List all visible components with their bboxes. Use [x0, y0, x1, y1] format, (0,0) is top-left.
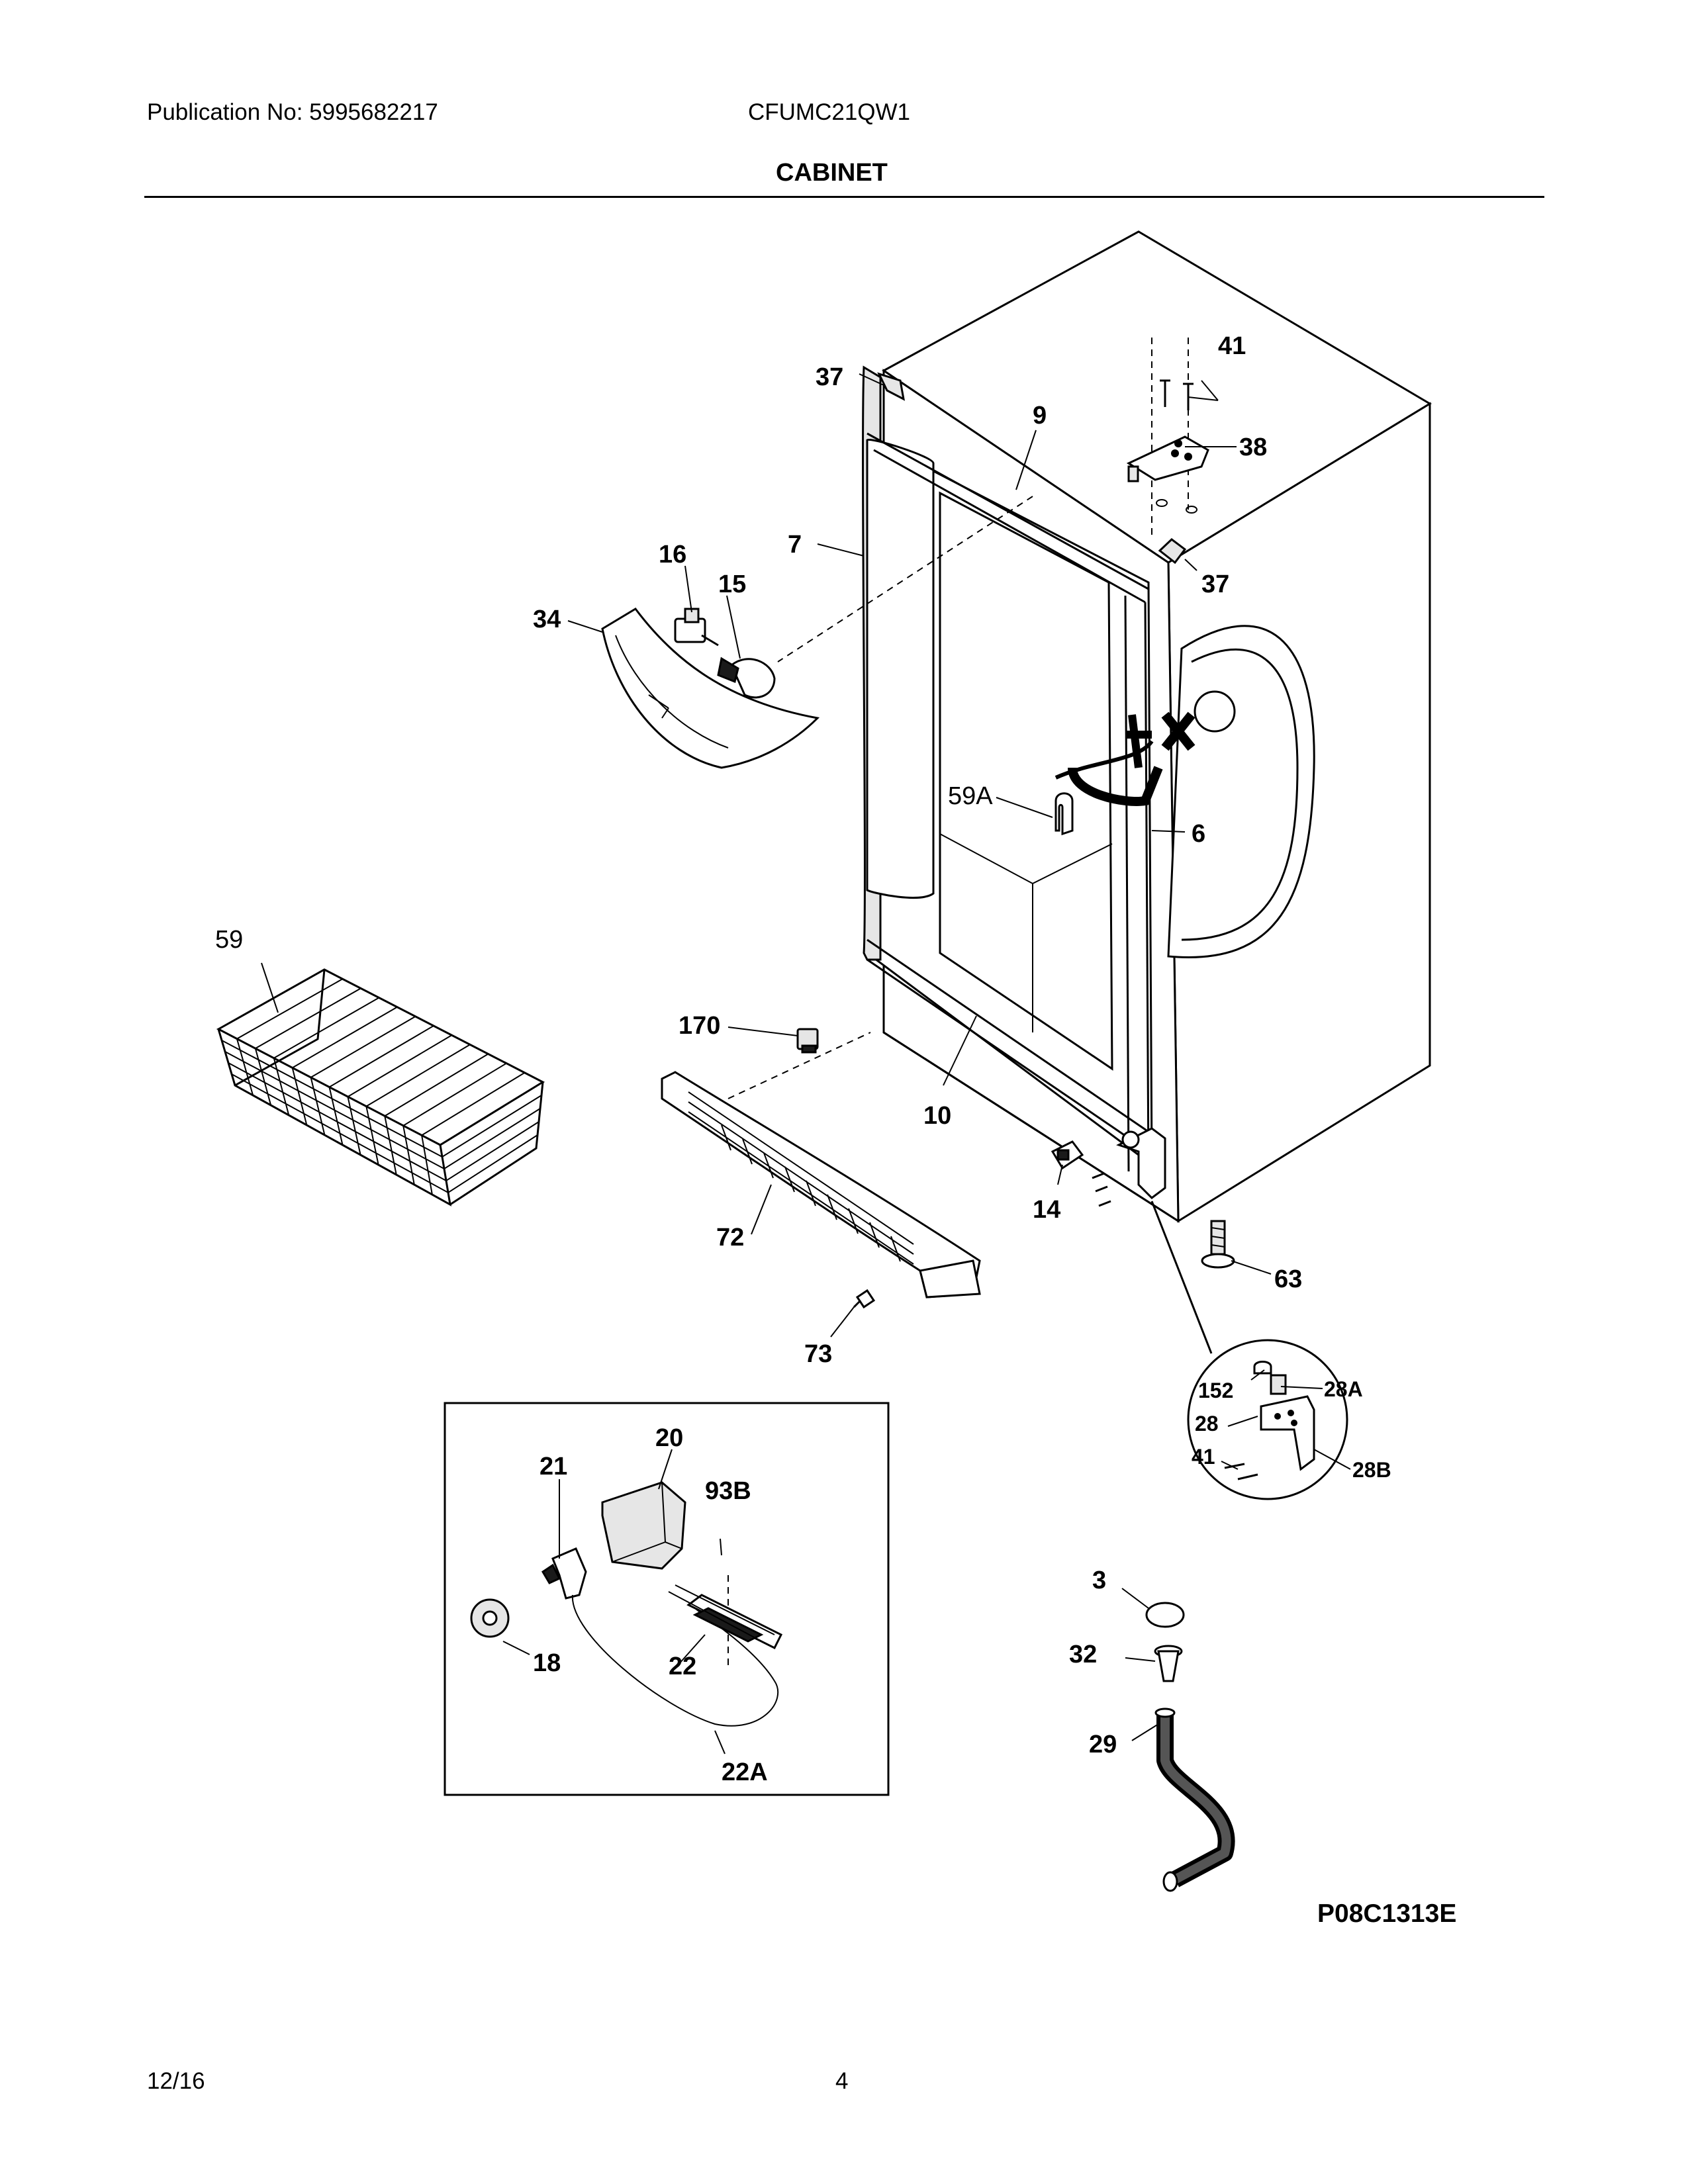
callout-59a: 59A	[948, 782, 993, 810]
callout-6: 6	[1192, 820, 1205, 848]
wire-basket	[216, 968, 545, 1206]
callout-93b: 93B	[705, 1477, 751, 1505]
callout-72: 72	[716, 1224, 744, 1251]
callout-63: 63	[1274, 1265, 1302, 1293]
shelf-hook	[1055, 792, 1074, 836]
leveling-leg	[1201, 1220, 1235, 1269]
light-assembly	[601, 608, 820, 769]
callout-73: 73	[804, 1340, 832, 1368]
callout-10: 10	[923, 1102, 951, 1130]
top-hinge	[1126, 379, 1209, 514]
callout-29: 29	[1089, 1731, 1117, 1758]
door-gasket	[862, 365, 1150, 1172]
callout-41-detail: 41	[1192, 1445, 1215, 1469]
callout-152: 152	[1198, 1379, 1233, 1402]
thermostat-parts	[470, 1481, 783, 1727]
leader-lines	[261, 373, 1351, 1754]
thermostat-inset-box	[444, 1402, 890, 1796]
hinge-cap-top-left	[877, 372, 906, 401]
callout-28b: 28B	[1352, 1458, 1391, 1482]
compressor-bulge-inner	[1181, 648, 1299, 941]
section-title: CABINET	[776, 159, 888, 187]
callout-3: 3	[1092, 1567, 1106, 1594]
footer-date: 12/16	[147, 2068, 205, 2094]
callout-34: 34	[533, 606, 561, 633]
toe-grille	[661, 1071, 981, 1298]
callout-7: 7	[788, 531, 802, 559]
callout-32: 32	[1069, 1641, 1097, 1668]
grille-screw	[855, 1289, 876, 1309]
page-number: 4	[835, 2068, 849, 2094]
callout-28: 28	[1195, 1412, 1219, 1435]
callout-20: 20	[655, 1424, 683, 1452]
callout-9: 9	[1033, 402, 1047, 430]
callout-18: 18	[533, 1649, 561, 1677]
figure-code: P08C1313E	[1317, 1899, 1457, 1928]
callout-14: 14	[1033, 1196, 1060, 1224]
header-rule	[144, 196, 1544, 198]
callout-15: 15	[718, 570, 746, 598]
callout-170: 170	[679, 1012, 720, 1040]
callout-59: 59	[215, 926, 243, 954]
callout-38: 38	[1239, 433, 1267, 461]
compressor-port	[1194, 690, 1236, 733]
hinge-detail-circle	[1187, 1339, 1348, 1500]
callout-22a: 22A	[722, 1758, 768, 1786]
hinge-cap-top-right	[1158, 538, 1187, 565]
drain-assembly	[1145, 1602, 1235, 1892]
publication-number: Publication No: 5995682217	[147, 99, 438, 125]
callout-22: 22	[669, 1653, 696, 1680]
callout-37-top: 37	[816, 363, 843, 391]
callout-28a: 28A	[1324, 1377, 1363, 1401]
callout-41-top: 41	[1218, 332, 1246, 360]
callout-16: 16	[659, 541, 686, 569]
model-number: CFUMC21QW1	[748, 99, 911, 125]
callout-21: 21	[539, 1453, 567, 1480]
door-switch-and-hinge	[1051, 1127, 1166, 1207]
callout-37-right: 37	[1201, 570, 1229, 598]
cabinet-liner	[866, 435, 1153, 1167]
